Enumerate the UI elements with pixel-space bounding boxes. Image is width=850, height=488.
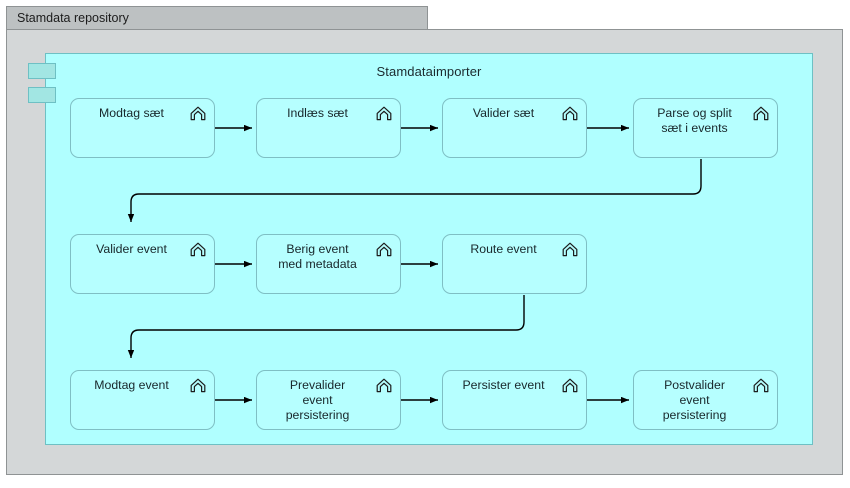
archimate-process-icon xyxy=(376,378,392,393)
process-label: Prevalider event persistering xyxy=(285,378,350,422)
archimate-process-icon xyxy=(190,106,206,121)
process-label: Parse og split sæt i events xyxy=(657,106,732,135)
process-node-route-event[interactable]: Route event xyxy=(442,234,587,294)
archimate-process-icon xyxy=(376,242,392,257)
archimate-process-icon xyxy=(376,106,392,121)
process-label: Postvalider event persistering xyxy=(662,378,727,422)
process-node-parse-og-split[interactable]: Parse og split sæt i events xyxy=(633,98,778,158)
process-label: Berig event med metadata xyxy=(278,242,357,271)
process-label: Persister event xyxy=(462,378,545,392)
archimate-process-icon xyxy=(190,378,206,393)
process-label: Indlæs sæt xyxy=(287,106,348,120)
process-node-valider-saet[interactable]: Valider sæt xyxy=(442,98,587,158)
process-node-modtag-saet[interactable]: Modtag sæt xyxy=(70,98,215,158)
process-label: Modtag event xyxy=(94,378,169,392)
archimate-process-icon xyxy=(753,378,769,393)
archimate-process-icon xyxy=(753,106,769,121)
process-label: Valider event xyxy=(96,242,167,256)
archimate-process-icon xyxy=(562,242,578,257)
view-tab-label: Stamdata repository xyxy=(17,11,129,26)
archimate-process-icon xyxy=(562,106,578,121)
application-component-icon-lower xyxy=(28,87,56,103)
process-node-berig-event[interactable]: Berig event med metadata xyxy=(256,234,401,294)
process-label: Modtag sæt xyxy=(99,106,164,120)
archimate-process-icon xyxy=(190,242,206,257)
process-label: Valider sæt xyxy=(472,106,535,120)
process-node-prevalider-event[interactable]: Prevalider event persistering xyxy=(256,370,401,430)
process-node-persister-event[interactable]: Persister event xyxy=(442,370,587,430)
process-label: Route event xyxy=(470,242,537,256)
process-node-indlaes-saet[interactable]: Indlæs sæt xyxy=(256,98,401,158)
process-node-postvalider-event[interactable]: Postvalider event persistering xyxy=(633,370,778,430)
view-tab[interactable]: Stamdata repository xyxy=(6,6,428,30)
archimate-process-icon xyxy=(562,378,578,393)
group-title: Stamdataimporter xyxy=(376,64,482,79)
application-component-icon-upper xyxy=(28,63,56,79)
process-node-valider-event[interactable]: Valider event xyxy=(70,234,215,294)
process-node-modtag-event[interactable]: Modtag event xyxy=(70,370,215,430)
